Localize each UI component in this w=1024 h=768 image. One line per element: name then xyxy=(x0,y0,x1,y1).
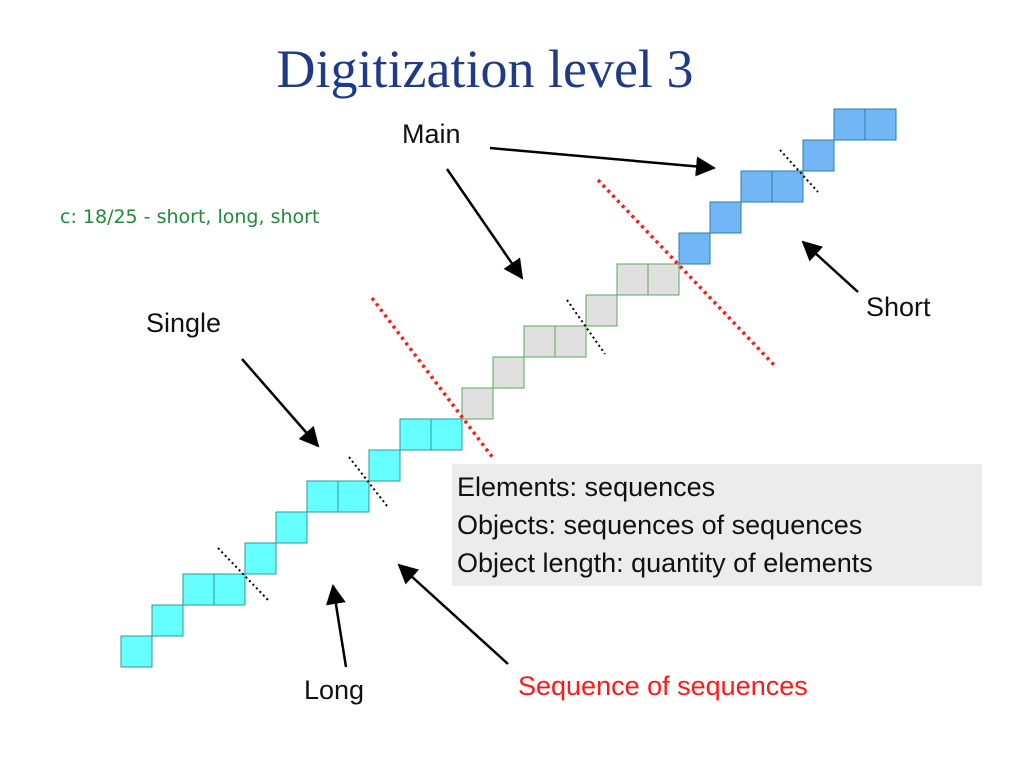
definition-line: Elements: sequences xyxy=(457,472,716,502)
black-separators xyxy=(217,149,819,601)
label-sequence-of-sequences: Sequence of sequences xyxy=(518,671,808,701)
cell xyxy=(585,294,618,327)
cell xyxy=(368,449,401,482)
cell xyxy=(306,480,339,513)
label-single: Single xyxy=(146,308,222,338)
cell xyxy=(430,418,463,451)
cell xyxy=(492,356,525,389)
slide-title: Digitization level 3 xyxy=(276,39,694,99)
cell xyxy=(802,139,835,172)
cell xyxy=(678,232,711,265)
definition-line: Objects: sequences of sequences xyxy=(457,510,863,540)
main-arrow-1 xyxy=(489,146,716,177)
cell xyxy=(740,170,773,203)
cyan-cells xyxy=(120,418,463,668)
label-long: Long xyxy=(304,675,365,705)
separator xyxy=(566,299,606,355)
cell xyxy=(151,604,184,637)
cell xyxy=(833,108,866,141)
long-arrow xyxy=(325,584,348,668)
cell xyxy=(244,542,277,575)
cell xyxy=(523,325,556,358)
gray-cells xyxy=(461,263,680,420)
label-short: Short xyxy=(866,292,931,322)
red-separator xyxy=(370,296,495,460)
cell xyxy=(120,635,153,668)
definition-line: Object length: quantity of elements xyxy=(457,548,873,578)
red-separators xyxy=(370,178,777,460)
cell xyxy=(182,573,215,606)
separator xyxy=(217,547,269,601)
cell xyxy=(213,573,246,606)
single-arrow xyxy=(241,358,320,448)
cell xyxy=(337,480,370,513)
short-arrow xyxy=(801,240,859,293)
cell xyxy=(771,170,804,203)
cell xyxy=(864,108,897,141)
definitions-box: Elements: sequences Objects: sequences o… xyxy=(452,464,982,586)
cell xyxy=(709,201,742,234)
arrows xyxy=(241,146,859,668)
main-arrow-2 xyxy=(445,168,524,280)
cell xyxy=(554,325,587,358)
cell xyxy=(647,263,680,296)
sequence-arrow xyxy=(397,563,509,665)
cell xyxy=(399,418,432,451)
blue-cells xyxy=(678,108,897,265)
red-separator xyxy=(596,178,777,368)
cell xyxy=(616,263,649,296)
label-main: Main xyxy=(402,119,461,149)
cell xyxy=(275,511,308,544)
cell xyxy=(461,387,494,420)
sequence-caption: c: 18/25 - short, long, short xyxy=(60,206,320,228)
separator xyxy=(348,456,388,507)
